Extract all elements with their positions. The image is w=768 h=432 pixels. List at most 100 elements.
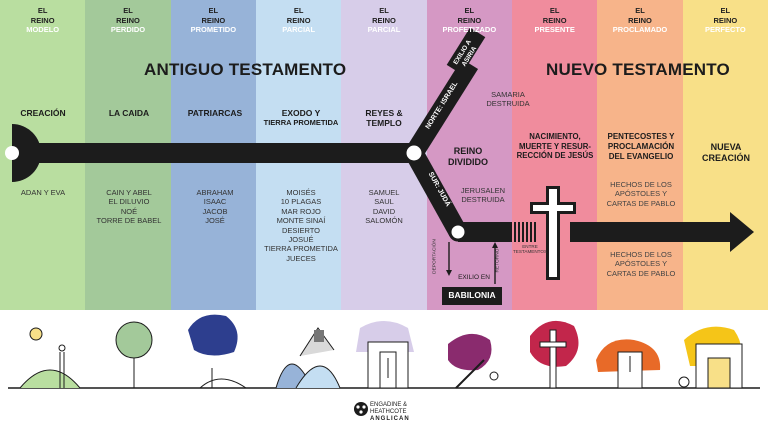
jesus-title-line: RECCIÓN DE JESÚS [516, 151, 594, 160]
logo-line: ANGLICAN [370, 416, 410, 422]
jerusalem-line: DESTRUIDA [461, 195, 505, 205]
acts-line: HECHOS DE LOS [610, 180, 672, 189]
illustrations [8, 314, 760, 389]
creation-illustration-icon [19, 327, 81, 389]
patriarch-item: JOSÉ [205, 216, 225, 226]
deportation-arrow-icon [446, 242, 452, 276]
acts-items-upper: HECHOS DE LOS APÓSTOLES Y CARTAS DE PABL… [598, 180, 684, 208]
exodus-title-line: TIERRA PROMETIDA [263, 118, 339, 127]
column-header-line: PARCIAL [367, 25, 401, 34]
column-header-line: PRESENTE [534, 25, 575, 34]
patriarch-item: JACOB [202, 206, 228, 216]
exodus-item: MONTE SINAÍ [276, 216, 326, 226]
column-header-line: REINO [713, 15, 738, 25]
kings-items: SAMUEL SAUL DAVID SALOMÓN [344, 188, 424, 226]
patriarchs-items: ABRAHAM ISAAC JACOB JOSÉ [172, 188, 258, 226]
kings-title: REYES & TEMPLO [344, 108, 424, 128]
fall-item: TORRE DE BABEL [96, 216, 162, 226]
exodus-item: 10 PLAGAS [280, 197, 322, 207]
juda-node [448, 222, 468, 242]
church-logo-text: ENGADINE & HEATHCOTE ANGLICAN [370, 402, 440, 423]
between-testaments-label: ENTRE TESTAMENTOS [512, 244, 548, 255]
between-testaments-stripes [514, 222, 536, 242]
cross-illustration-icon [530, 320, 579, 389]
acts-line: CARTAS DE PABLO [606, 198, 676, 208]
column-header-line: EL [720, 6, 731, 15]
pentecost-title-line: PENTECOSTES Y [607, 132, 675, 141]
column-header-line: EL [379, 6, 389, 15]
cross-icon [530, 186, 576, 280]
babylon-box [442, 287, 502, 305]
acts-line: APÓSTOLES Y [614, 259, 668, 269]
samaria-label: SAMARIA DESTRUIDA [478, 90, 538, 109]
timeline-arrowhead [730, 212, 754, 252]
kingdom-column [682, 0, 768, 310]
creation-title: CREACIÓN [20, 108, 66, 118]
logo-line: ENGADINE & [370, 402, 408, 408]
division-node [403, 142, 425, 164]
kings-title-line: REYES & [365, 108, 403, 118]
exodus-item: JUECES [286, 253, 316, 263]
creation-items: ADAN Y EVA [20, 188, 66, 197]
church-logo-icon [354, 402, 368, 416]
red-sea-illustration-icon [275, 327, 341, 389]
samaria-line: DESTRUIDA [486, 99, 530, 109]
acts-line: CARTAS DE PABLO [606, 268, 676, 278]
exodus-title: EXODO Y TIERRA PROMETIDA [258, 108, 344, 128]
era-old-testament: ANTIGUO TESTAMENTO [144, 60, 347, 79]
jesus-title: NACIMIENTO, MUERTE Y RESUR- RECCIÓN DE J… [512, 132, 598, 161]
divided-kingdom-line: REINO [453, 146, 483, 156]
babylon-label: BABILONIA [448, 290, 496, 300]
exile-assyria-box [446, 27, 486, 75]
patriarchs-title: PATRIARCAS [187, 108, 243, 118]
fall-title: LA CAIDA [108, 108, 150, 118]
fall-item: NOÉ [120, 206, 138, 216]
fall-item: CAIN Y ABEL [106, 188, 152, 197]
exodus-item: MOISÉS [286, 188, 316, 197]
exodus-item: TIERRA PROMETIDA [264, 244, 338, 254]
column-header-line: PROMETIDO [190, 25, 237, 34]
kings-title-line: TEMPLO [366, 118, 402, 128]
pentecost-title-line: PROCLAMACIÓN [607, 142, 675, 151]
north-israel-branch [405, 58, 479, 159]
south-juda-branch [405, 148, 467, 237]
deportation-label: DEPORTACIÓN [432, 239, 438, 274]
new-creation-title: NUEVA CREACIÓN [684, 142, 768, 164]
new-creation-line: NUEVA [710, 142, 742, 152]
column-header-line: EL [635, 6, 645, 15]
samaria-line: SAMARIA [491, 90, 525, 99]
acts-line: HECHOS DE LOS [610, 250, 672, 259]
exile-in-label: EXILIO EN [458, 274, 490, 281]
kings-item: SALOMÓN [365, 216, 403, 226]
kingdom-column [597, 0, 684, 310]
patriarch-item: ISAAC [203, 197, 227, 207]
jesus-title-line: MUERTE Y RESUR- [518, 141, 592, 151]
acts-line: APÓSTOLES Y [614, 189, 668, 199]
column-header-line: EL [293, 6, 304, 15]
starry-night-illustration-icon [188, 314, 247, 389]
era-new-testament: NUEVO TESTAMENTO [546, 60, 730, 79]
pentecost-title-line: DEL EVANGELIO [608, 152, 674, 161]
column-header-line: REINO [30, 15, 55, 25]
column-header-line: PARCIAL [282, 25, 316, 34]
kings-item: SAUL [374, 197, 394, 207]
column-header-line: MODELO [26, 25, 60, 34]
exodus-items: MOISÉS 10 PLAGAS MAR ROJO MONTE SINAÍ DE… [258, 188, 344, 263]
timeline-start-cap [12, 124, 41, 182]
column-header-line: PERDIDO [110, 25, 146, 34]
column-header-line: EL [464, 6, 475, 15]
pentecost-title: PENTECOSTES Y PROCLAMACIÓN DEL EVANGELIO [598, 132, 684, 162]
logo-line: HEATHCOTE [370, 409, 407, 415]
column-header-line: REINO [286, 15, 311, 25]
column-header-line: PERFECTO [704, 25, 746, 34]
new-testament-bar [570, 222, 734, 242]
